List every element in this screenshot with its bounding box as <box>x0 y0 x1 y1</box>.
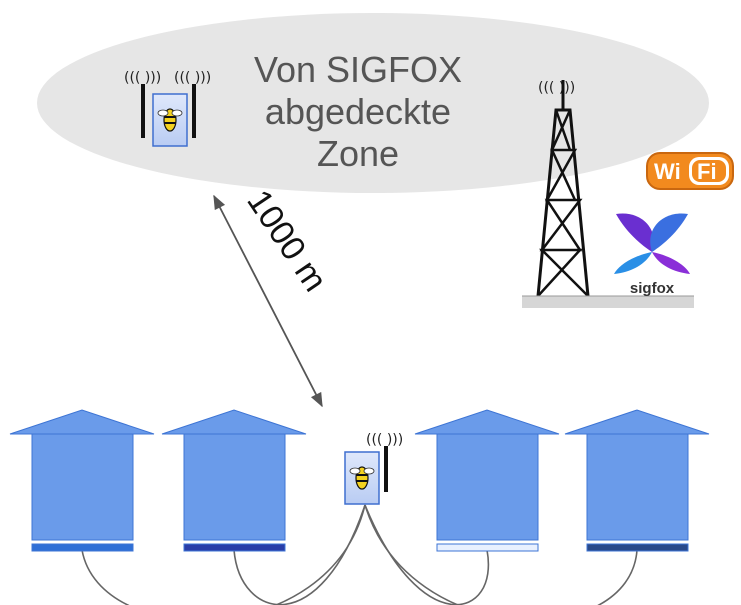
wifi-logo-part1: Wi <box>654 159 681 184</box>
radio-waves-icon: ((( ))) <box>538 80 575 96</box>
antenna-tower-icon: ((( ))) <box>522 80 694 308</box>
distance-label: 1000 m <box>239 183 334 298</box>
cables <box>81 504 638 605</box>
zone-label-line3: Zone <box>317 133 399 174</box>
coverage-zone <box>37 13 709 193</box>
hive-scale-icon <box>183 543 286 552</box>
zone-label-line2: abgedeckte <box>265 91 451 132</box>
sigfox-logo-icon: sigfox <box>614 213 690 297</box>
house-body <box>31 433 134 541</box>
wifi-logo-icon: Wi Fi <box>646 152 734 190</box>
house-body <box>586 433 689 541</box>
bee-icon <box>157 108 183 132</box>
house-roof <box>9 409 155 435</box>
ground-sensor-device: ((( ))) <box>344 432 403 505</box>
bee-icon <box>349 466 375 490</box>
hive-scale-icon <box>586 543 689 552</box>
hive-scale-icon <box>31 543 134 552</box>
wifi-logo-part2: Fi <box>697 159 717 184</box>
house-roof <box>414 409 560 435</box>
hive-scale-icon <box>436 543 539 552</box>
radio-waves-icon: ((( ))) <box>174 70 211 86</box>
house-2 <box>161 409 307 552</box>
house-roof <box>564 409 710 435</box>
sigfox-logo-text: sigfox <box>630 280 675 297</box>
house-body <box>183 433 286 541</box>
zone-label-line1: Von SIGFOX <box>254 49 462 90</box>
radio-waves-icon: ((( ))) <box>124 70 161 86</box>
house-roof <box>161 409 307 435</box>
house-1 <box>9 409 155 552</box>
house-3 <box>414 409 560 552</box>
house-body <box>436 433 539 541</box>
radio-waves-icon: ((( ))) <box>366 432 403 448</box>
zone-sensor-device: ((( ))) ((( ))) <box>124 70 211 147</box>
distance-arrow-icon <box>213 194 323 408</box>
house-4 <box>564 409 710 552</box>
